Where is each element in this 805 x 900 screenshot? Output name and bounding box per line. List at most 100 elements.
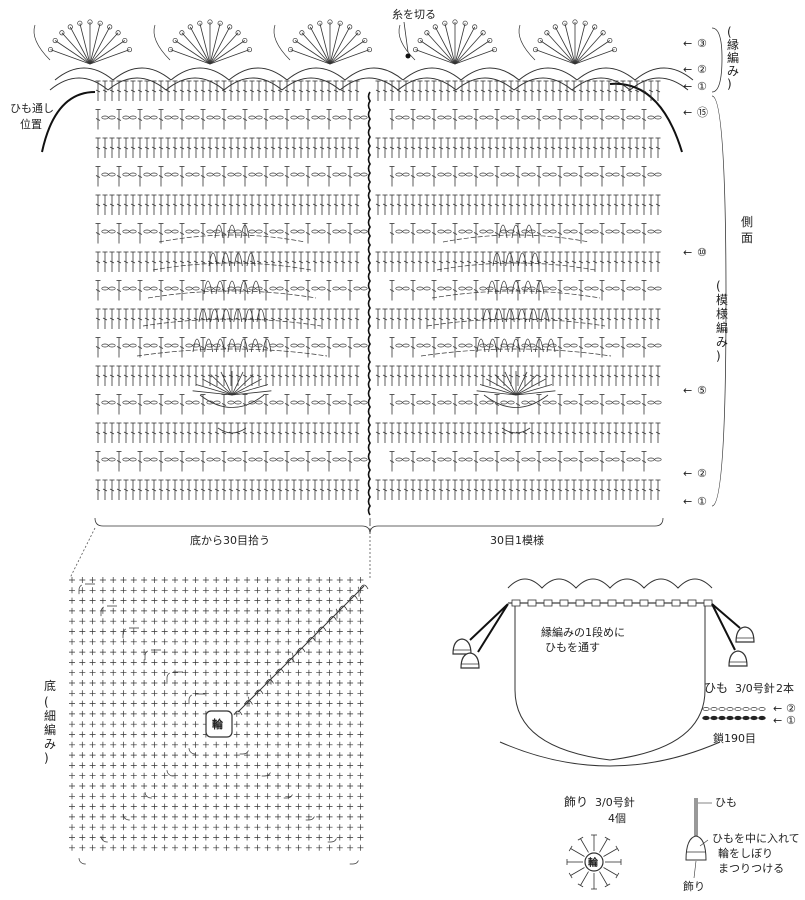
bag-cord-threading bbox=[511, 599, 713, 607]
ornament-center-label: 輪 bbox=[588, 856, 599, 869]
cord-title: ひも bbox=[704, 681, 728, 695]
edge-row-arrow: ← bbox=[683, 80, 692, 93]
pickup-label: 底から30目拾う bbox=[190, 533, 270, 547]
side-motif bbox=[136, 224, 328, 434]
cord-left-curve bbox=[41, 91, 96, 153]
edging-fans bbox=[33, 19, 618, 65]
side-rows bbox=[95, 80, 662, 500]
ornament-spec: 飾り 3/0号針 4個 輪 bbox=[564, 795, 635, 890]
side-row bbox=[95, 109, 662, 130]
side-row bbox=[95, 365, 661, 386]
side-row bbox=[95, 394, 662, 415]
side-pattern-label: (模様編み) bbox=[716, 279, 728, 363]
edging-chart: 糸を切る bbox=[33, 8, 694, 91]
cord-position-label-1: ひも通し bbox=[10, 102, 54, 115]
cut-thread-dot bbox=[405, 53, 411, 59]
side-row bbox=[95, 308, 661, 329]
ornament-hook: 3/0号針 bbox=[595, 795, 635, 809]
bag-ornaments bbox=[452, 626, 755, 669]
bottom-label: 底 bbox=[44, 678, 56, 693]
side-row-arrow: ← bbox=[683, 246, 692, 259]
cord-right-curve bbox=[609, 82, 683, 153]
side-bottom-brackets: 底から30目拾う 30目1模様 bbox=[69, 517, 664, 579]
edging-fan bbox=[518, 19, 618, 65]
side-row-2: ② bbox=[697, 467, 707, 480]
repeat-label: 30目1模様 bbox=[490, 533, 544, 547]
side-row-arrow: ← bbox=[683, 384, 692, 397]
ornament-chart bbox=[566, 834, 622, 890]
bag-ornament bbox=[460, 652, 480, 669]
cut-thread-leader bbox=[403, 21, 409, 53]
bag-ornament bbox=[452, 638, 472, 655]
edging-fan bbox=[153, 19, 253, 65]
edging-label: (縁編み) bbox=[727, 25, 739, 91]
finish-leader bbox=[699, 839, 709, 847]
side-motif bbox=[420, 224, 612, 434]
seam-line bbox=[367, 91, 371, 516]
finish-note-3: まつりつける bbox=[718, 862, 784, 875]
edging-fan bbox=[33, 19, 133, 65]
cord-position: ひも通し 位置 bbox=[10, 82, 683, 153]
edging-fan bbox=[398, 19, 498, 65]
bottom-chart: 輪 底 (細編み) bbox=[44, 577, 369, 865]
finish-leader bbox=[693, 860, 697, 879]
ornament-ring bbox=[584, 852, 604, 872]
bottom-center-label: 輪 bbox=[212, 717, 224, 731]
side-label: 側面 bbox=[741, 215, 753, 245]
ornament-title: 飾り bbox=[564, 795, 588, 809]
bag-sketch: 縁編みの1段めに ひもを通す bbox=[452, 578, 755, 767]
side-row-10: ⑩ bbox=[697, 246, 707, 259]
bag-bottom bbox=[499, 741, 721, 767]
side-row-1: ① bbox=[697, 495, 707, 508]
side-row bbox=[95, 451, 662, 472]
cut-thread-label: 糸を切る bbox=[392, 8, 436, 21]
edging-row-markers: ← ③ ← ② ← ① (縁編み) bbox=[683, 25, 739, 93]
finish-note-1: ひもを中に入れて bbox=[712, 832, 800, 845]
bottom-increase-diagonal bbox=[237, 585, 365, 713]
finish-diagram: ひも ひもを中に入れて 輪をしぼり まつりつける 飾り bbox=[683, 796, 800, 893]
cord-row-arrow: ← bbox=[773, 702, 782, 715]
side-row bbox=[95, 137, 661, 158]
bag-body bbox=[514, 602, 706, 761]
side-row bbox=[95, 80, 661, 101]
side-row-markers: ← ⑮ ← ⑩ ← ⑤ ← ② ← ① 側面 (模様編み) bbox=[683, 95, 753, 508]
edge-row-arrow: ← bbox=[683, 37, 692, 50]
side-row-arrow: ← bbox=[683, 495, 692, 508]
bag-ornament bbox=[728, 650, 748, 667]
bag-scallop-top bbox=[507, 578, 713, 589]
edge-row-arrow: ← bbox=[683, 63, 692, 76]
bag-ornament bbox=[735, 626, 755, 643]
side-row-15: ⑮ bbox=[697, 106, 708, 119]
cord-chain-count: 鎖190目 bbox=[713, 731, 756, 745]
edging-bracket bbox=[711, 27, 723, 93]
cord-row-arrow: ← bbox=[773, 714, 782, 727]
side-row-arrow: ← bbox=[683, 467, 692, 480]
bottom-grid bbox=[69, 577, 364, 851]
side-row bbox=[95, 479, 661, 500]
side-row bbox=[95, 280, 662, 301]
stitch-bracket bbox=[94, 517, 664, 535]
side-motifs bbox=[136, 224, 612, 434]
finish-top-label: ひも bbox=[715, 796, 737, 809]
side-row bbox=[95, 194, 661, 215]
bottom-round-corners bbox=[78, 583, 369, 865]
cord-position-label-2: 位置 bbox=[20, 117, 42, 131]
ornament-count: 4個 bbox=[608, 812, 626, 825]
edge-row-1: ① bbox=[697, 80, 707, 93]
finish-bottom-label: 飾り bbox=[683, 880, 705, 893]
bag-note-2: ひもを通す bbox=[545, 641, 600, 654]
side-row bbox=[95, 337, 662, 358]
cord-count: 2本 bbox=[776, 681, 794, 695]
cord-row-1: ① bbox=[786, 714, 796, 727]
edging-arches bbox=[49, 67, 694, 91]
side-row-arrow: ← bbox=[683, 106, 692, 119]
bottom-center-ring bbox=[205, 710, 233, 738]
cord-spec: ひも 3/0号針 2本 ← ② ← ① 鎖190目 bbox=[702, 681, 796, 745]
cord-row-2: ② bbox=[786, 702, 796, 715]
bottom-sub-label: (細編み) bbox=[44, 695, 56, 765]
side-bracket bbox=[711, 95, 727, 507]
side-pattern-chart bbox=[95, 80, 662, 516]
side-row bbox=[95, 223, 662, 244]
edge-row-2: ② bbox=[697, 63, 707, 76]
